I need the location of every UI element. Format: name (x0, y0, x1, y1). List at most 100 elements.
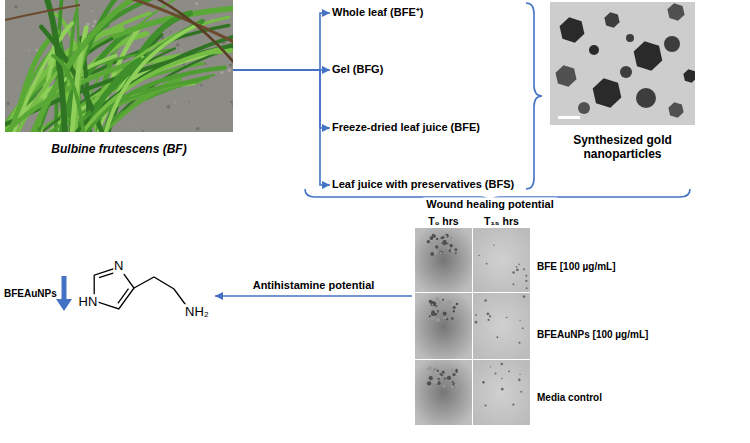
double-bond (118, 289, 129, 304)
cell-debris (523, 268, 525, 270)
sample-label: Whole leaf (BFE⁺) (330, 5, 425, 20)
cell-debris (475, 314, 477, 316)
micrograph-cell (473, 293, 530, 359)
nanoparticle (593, 78, 622, 107)
cell-debris (432, 370, 436, 374)
cell-debris (430, 236, 434, 240)
sample-name: Freeze-dried leaf juice (BFE) (332, 121, 480, 134)
speck (167, 105, 171, 109)
connector-arrow (233, 13, 330, 70)
connector-arrow (233, 70, 330, 185)
cell-debris (508, 370, 510, 372)
atom-label: NH₂ (184, 304, 210, 320)
cell-debris (429, 376, 433, 380)
cell-debris (427, 243, 429, 245)
tem-panel: Synthesized gold nanoparticles (550, 2, 695, 167)
cell-debris (501, 378, 503, 380)
down-arrow-shaft (62, 276, 67, 300)
cell-debris (439, 304, 442, 307)
cell-debris (494, 372, 496, 374)
cell-debris (487, 313, 490, 316)
nanoparticle (555, 65, 576, 86)
cell-debris (516, 268, 519, 271)
speck (232, 104, 233, 106)
cell-debris (456, 303, 459, 306)
speck (227, 68, 231, 72)
nanoparticle (683, 69, 695, 83)
plant-photo: Bulbine frutescens (BF) (5, 0, 233, 160)
cell-debris (443, 243, 445, 245)
nanoparticles (555, 3, 695, 118)
cell-debris (427, 318, 430, 321)
cell-debris (486, 263, 488, 265)
cell-debris (429, 304, 431, 306)
cell-debris (453, 310, 455, 312)
cell-debris (429, 315, 431, 317)
nanoparticle (667, 3, 684, 21)
species-caption: Bulbine frutescens (BF) (51, 142, 186, 156)
nanoparticle (636, 88, 656, 108)
micrograph-cell (415, 293, 472, 359)
cell-debris (455, 369, 457, 371)
cell-debris (500, 363, 503, 366)
cell-debris (493, 244, 494, 245)
cell-debris (443, 317, 445, 319)
cell-debris (522, 327, 524, 329)
cell-debris (496, 336, 498, 338)
cell-debris (482, 381, 485, 384)
cell-debris (475, 321, 478, 324)
cell-debris (435, 297, 439, 301)
speck (5, 58, 6, 60)
speck (181, 49, 182, 50)
cell-debris (451, 249, 454, 252)
cell-debris (429, 300, 433, 304)
cell-debris (434, 309, 436, 311)
cell-debris (453, 306, 456, 309)
leaf-blades (5, 0, 233, 132)
cell-debris (443, 385, 446, 388)
cell-debris (454, 383, 458, 387)
cell-debris (447, 376, 451, 380)
sample-label: Freeze-dried leaf juice (BFE) (330, 120, 482, 135)
nanoparticle (626, 34, 634, 42)
nanoparticle (604, 12, 619, 28)
leaf-blade (78, 49, 220, 132)
cell-debris (512, 271, 514, 273)
cell-debris (485, 404, 487, 406)
cell-debris (516, 266, 518, 268)
cell-debris (438, 378, 440, 380)
cell-debris (446, 369, 448, 371)
cell-debris (437, 370, 439, 372)
speck (230, 101, 233, 104)
curly-brace (526, 3, 542, 189)
cell-debris (436, 318, 440, 322)
micrograph-grid: T₀ hrsT₁₅ hrsBFE [100 µg/mL]BFEAuNPs [10… (412, 212, 662, 428)
micrograph-cell (415, 360, 472, 425)
cell-debris (442, 371, 445, 374)
speck (174, 102, 175, 103)
cell-debris (449, 240, 453, 244)
row-label: BFEAuNPs [100 µg/mL] (537, 329, 648, 341)
speck (220, 71, 223, 74)
cell-debris (451, 317, 454, 320)
speck (170, 31, 172, 33)
speck (91, 10, 93, 12)
cell-debris (519, 374, 520, 375)
nanoparticle (668, 102, 683, 118)
speck (142, 130, 144, 132)
speck (195, 2, 198, 5)
connector-arrow (233, 70, 330, 128)
cell-debris (439, 304, 444, 309)
cell-debris (512, 283, 514, 285)
stem (5, 5, 80, 20)
sample-name: Whole leaf (BFE⁺) (332, 6, 423, 19)
row-label: Media control (537, 392, 602, 404)
down-arrow (56, 276, 72, 311)
tem-caption: Synthesized gold nanoparticles (567, 133, 679, 162)
cell-debris (450, 237, 453, 240)
cell-debris (443, 240, 447, 244)
micrograph-cell (473, 360, 530, 425)
cell-debris (437, 374, 441, 378)
